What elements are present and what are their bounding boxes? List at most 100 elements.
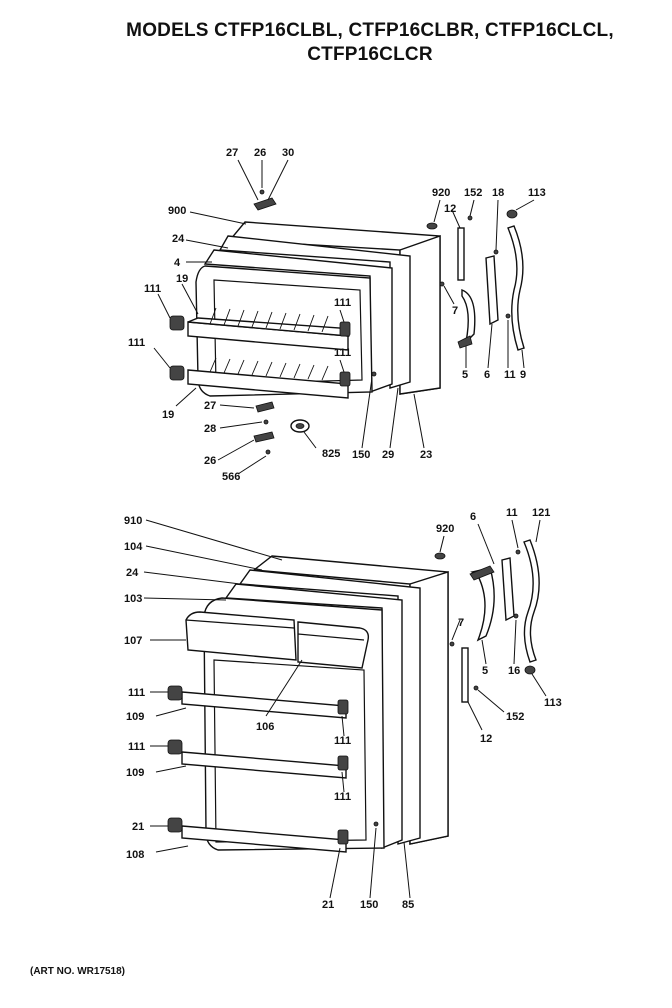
label-111-g: 111 — [334, 735, 351, 747]
label-24: 24 — [172, 233, 185, 245]
label-109-b: 109 — [126, 767, 144, 779]
label-12: 12 — [444, 203, 456, 215]
shelf-bracket-111-h — [337, 755, 349, 771]
label-111-e: 111 — [128, 687, 145, 699]
freezer-shelf-lower-grill — [209, 357, 329, 381]
label-111-b: 111 — [128, 337, 145, 349]
screw-566 — [265, 449, 271, 455]
label-113: 113 — [528, 187, 546, 199]
hinge-26-bottom — [253, 431, 275, 443]
bottom-part-labels: 910 104 24 103 107 111 109 111 109 21 10… — [124, 507, 562, 911]
bottom-leader-lines — [143, 519, 547, 899]
plug-920-b — [434, 552, 446, 560]
dairy-door-106-edge — [297, 633, 365, 641]
handle-5 — [461, 288, 476, 345]
label-111-f: 111 — [128, 741, 145, 753]
dairy-door-107 — [185, 611, 297, 661]
diagram-title-line1: MODELS CTFP16CLBL, CTFP16CLBR, CTFP16CLC… — [126, 20, 614, 41]
shelf-bracket-111-f — [167, 739, 183, 755]
label-16: 16 — [508, 665, 520, 677]
hinge-pin-27 — [253, 197, 277, 211]
label-566: 566 — [222, 471, 240, 483]
plug-920 — [426, 222, 438, 230]
label-23: 23 — [420, 449, 432, 461]
label-27-b: 27 — [204, 400, 216, 412]
label-12-b: 12 — [480, 733, 492, 745]
hinge-pin-7 — [439, 281, 445, 287]
shelf-bracket-111-e — [167, 685, 183, 701]
label-11: 11 — [504, 369, 516, 381]
label-7-b: 7 — [458, 617, 464, 629]
dairy-door-edge — [185, 619, 295, 629]
label-21-a: 21 — [132, 821, 144, 833]
label-111-d: 111 — [334, 347, 351, 359]
label-28: 28 — [204, 423, 216, 435]
label-21-b: 21 — [322, 899, 334, 911]
trim-12-b — [461, 647, 469, 703]
label-6: 6 — [484, 369, 490, 381]
label-103: 103 — [124, 593, 142, 605]
freezer-liner-cavity — [213, 279, 363, 385]
label-19-a: 19 — [176, 273, 188, 285]
screw-18 — [493, 249, 499, 255]
shelf-bracket-21-a — [167, 817, 183, 833]
handle-cap-5 — [457, 335, 473, 349]
door-shelf-109-b — [181, 751, 347, 779]
screw-11-b — [515, 549, 521, 555]
trim-12 — [457, 227, 465, 281]
label-26-b: 26 — [204, 455, 216, 467]
door-shelf-109-a — [181, 691, 347, 719]
label-107: 107 — [124, 635, 142, 647]
screw-16 — [513, 613, 519, 619]
screw-152 — [467, 215, 473, 221]
handle-bracket-6-b — [501, 557, 515, 622]
label-11-b: 11 — [506, 507, 518, 519]
label-5: 5 — [462, 369, 468, 381]
label-150-b: 150 — [360, 899, 378, 911]
screw-150 — [371, 371, 377, 377]
stop-825-center — [295, 423, 305, 429]
screw-152-b — [473, 685, 479, 691]
hinge-27-bottom — [255, 401, 275, 413]
freezer-shelf-upper-grill — [209, 307, 329, 333]
top-part-labels: 27 26 30 900 24 4 111 19 111 19 27 28 26… — [128, 147, 546, 483]
label-150: 150 — [352, 449, 370, 461]
label-29: 29 — [382, 449, 394, 461]
shelf-bracket-21-b — [337, 829, 349, 845]
label-109-a: 109 — [126, 711, 144, 723]
label-106: 106 — [256, 721, 274, 733]
label-152: 152 — [464, 187, 482, 199]
hinge-washer-26 — [259, 189, 265, 195]
label-104: 104 — [124, 541, 143, 553]
label-113-b: 113 — [544, 697, 562, 709]
label-4: 4 — [174, 257, 181, 269]
label-920-b: 920 — [436, 523, 454, 535]
shelf-bracket-111-g — [337, 699, 349, 715]
label-18: 18 — [492, 187, 504, 199]
label-24-b: 24 — [126, 567, 139, 579]
label-6-b: 6 — [470, 511, 476, 523]
label-910: 910 — [124, 515, 142, 527]
label-111-a: 111 — [144, 283, 161, 295]
handle-5-b — [470, 567, 495, 642]
cap-113 — [506, 209, 518, 219]
label-121: 121 — [532, 507, 550, 519]
top-leader-lines — [153, 159, 535, 475]
hinge-pin-7-b — [449, 641, 455, 647]
label-825: 825 — [322, 448, 340, 460]
cap-113-b — [524, 665, 536, 675]
freezer-shelf-lower-bar — [187, 369, 349, 399]
handle-trim-121 — [523, 539, 540, 663]
label-85: 85 — [402, 899, 414, 911]
label-30: 30 — [282, 147, 294, 159]
label-111-c: 111 — [334, 297, 351, 309]
shelf-bracket-111-b — [169, 365, 185, 381]
dairy-door-106 — [297, 621, 370, 669]
label-900: 900 — [168, 205, 186, 217]
shelf-bracket-111-c — [339, 321, 351, 337]
screw-150-b — [373, 821, 379, 827]
handle-cap-5-b — [469, 565, 495, 581]
handle-trim-9 — [507, 225, 525, 351]
label-920: 920 — [432, 187, 450, 199]
